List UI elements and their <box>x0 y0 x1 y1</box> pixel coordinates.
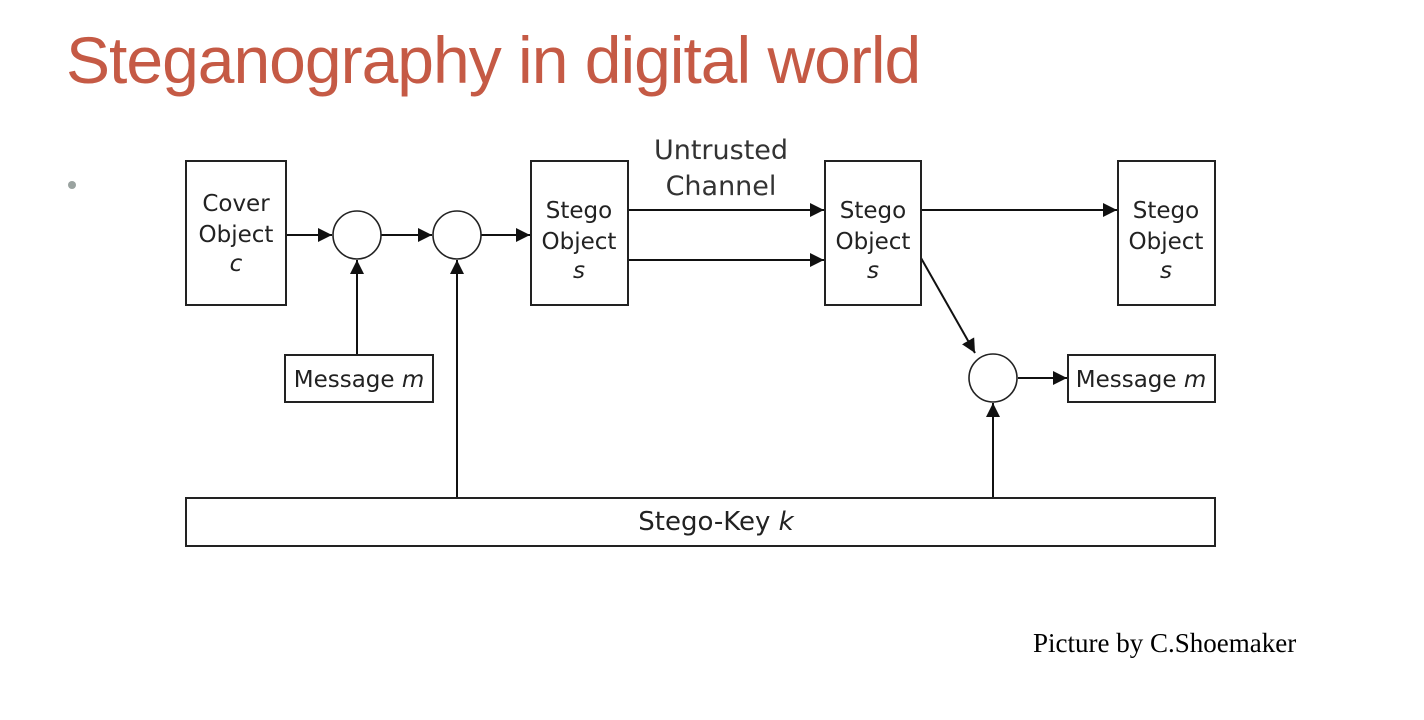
message-output-label: Message m <box>1076 367 1207 393</box>
stego-received-label-2: Object <box>836 229 911 255</box>
cover-label-2: Object <box>199 222 274 248</box>
stego-label: Stego <box>546 198 612 224</box>
bullet-point <box>68 181 76 189</box>
message-output-box <box>1067 354 1216 403</box>
stego-object-received-box <box>824 160 922 306</box>
key-embed-node <box>432 210 482 260</box>
stego-output-label: Stego <box>1133 198 1199 224</box>
channel-label-2: Channel <box>666 171 777 202</box>
message-input-box <box>284 354 434 403</box>
stego-received-label: Stego <box>840 198 906 224</box>
stego-object-output-box <box>1117 160 1216 306</box>
stego-output-var: s <box>1160 258 1172 284</box>
picture-credit: Picture by C.Shoemaker <box>1033 628 1297 658</box>
cover-object-box <box>185 160 287 306</box>
stego-output-label-2: Object <box>1129 229 1204 255</box>
stego-object-embedded-box <box>530 160 629 306</box>
message-input-label: Message m <box>294 367 425 393</box>
cover-label: Cover <box>202 191 270 217</box>
cover-var: c <box>230 251 243 277</box>
stego-received-var: s <box>867 258 879 284</box>
stego-key-box <box>185 497 1216 547</box>
stego-var: s <box>573 258 585 284</box>
channel-label: Untrusted <box>654 135 788 166</box>
embed-node <box>332 210 382 260</box>
arrow-to-extract <box>920 257 976 354</box>
stego-key-label: Stego-Key k <box>638 507 794 537</box>
slide-title: Steganography in digital world <box>66 23 921 97</box>
extract-node <box>968 353 1018 403</box>
stego-label-2: Object <box>542 229 617 255</box>
